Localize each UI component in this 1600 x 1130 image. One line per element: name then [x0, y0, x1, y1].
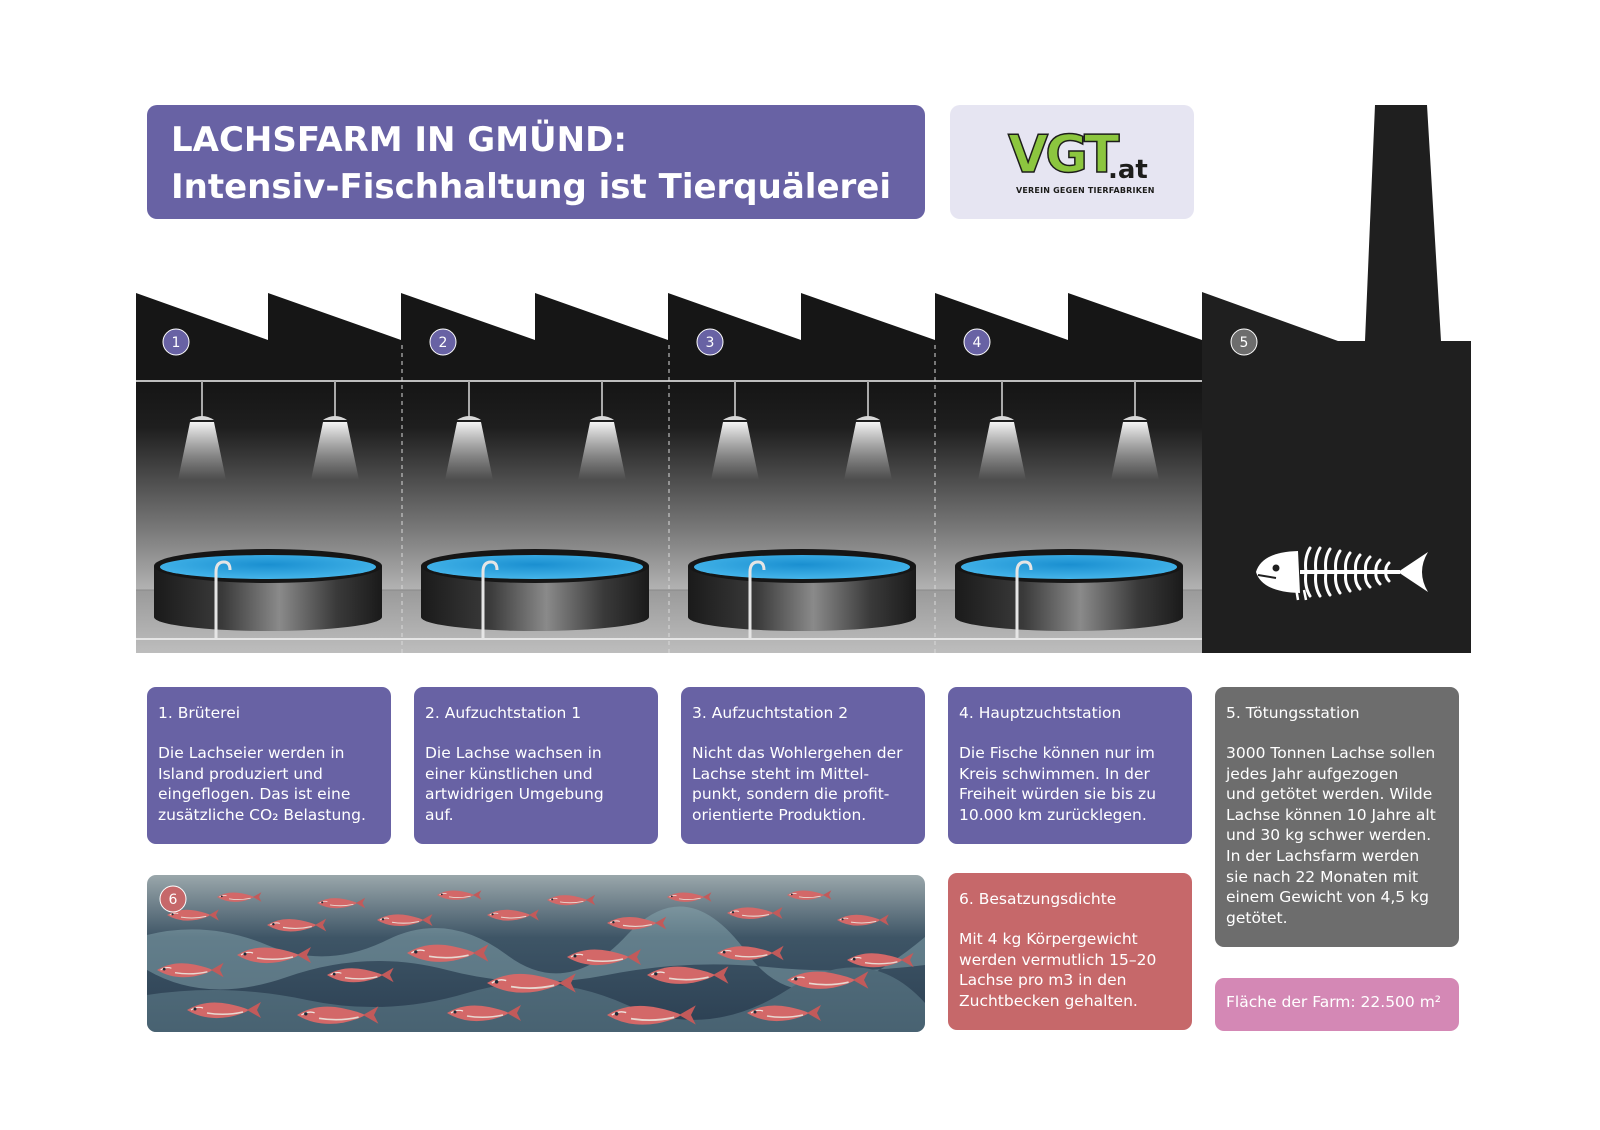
card-title: 4. Hauptzuchtstation: [959, 704, 1122, 722]
number-badges: 1 2 3 4 5: [162, 328, 1258, 356]
card-text: Mit 4 kg Körpergewicht werden vermutlich…: [959, 930, 1157, 1010]
fish-tank-2: [421, 549, 649, 640]
ceiling-lamps: [178, 381, 1159, 480]
card-text: Die Lachseier werden in Island produzier…: [158, 744, 366, 824]
vgt-logo: VGT .at VEREIN GEGEN TIERFABRIKEN: [950, 105, 1194, 219]
svg-text:6: 6: [169, 892, 178, 908]
card-title: 3. Aufzuchtstation 2: [692, 704, 849, 722]
logo-wordmark: VGT: [1007, 125, 1120, 185]
badge-5: 5: [1230, 328, 1258, 356]
card-text: Die Lachse wachsen in einer künstlichen …: [425, 744, 604, 824]
svg-text:4: 4: [973, 335, 982, 351]
factory-roof: [136, 293, 1202, 382]
badge-6: 6: [159, 885, 187, 913]
svg-text:2: 2: [439, 335, 448, 351]
svg-text:3: 3: [706, 335, 715, 351]
logo-domain: .at: [1108, 155, 1148, 185]
badge-4: 4: [963, 328, 991, 356]
card-text: 3000 Tonnen Lachse sollen jedes Jahr auf…: [1226, 744, 1436, 927]
farm-area-badge: Fläche der Farm: 22.500 m²: [1215, 978, 1459, 1031]
page-subtitle: Intensiv-Fischhaltung ist Tierquälerei: [171, 167, 891, 207]
card-title: 1. Brüterei: [158, 704, 241, 722]
station-card-2: 2. Aufzuchtstation 1 Die Lachse wachsen …: [414, 687, 658, 844]
slaughter-building: [1202, 105, 1471, 653]
badge-2: 2: [429, 328, 457, 356]
salmon-school-image: 6: [147, 875, 925, 1032]
section-dividers: [401, 345, 936, 653]
badge-1: 1: [162, 328, 190, 356]
fish-tank-3: [688, 549, 916, 640]
logo-tagline: VEREIN GEGEN TIERFABRIKEN: [1016, 186, 1155, 195]
station-card-5: 5. Tötungsstation 3000 Tonnen Lachse sol…: [1215, 687, 1459, 947]
page-title: LACHSFARM IN GMÜND:: [171, 120, 627, 160]
badge-3: 3: [696, 328, 724, 356]
station-card-4: 4. Hauptzuchtstation Die Fische können n…: [948, 687, 1192, 844]
card-text: Die Fische können nur im Kreis schwimmen…: [959, 744, 1157, 824]
card-text: Nicht das Wohlergehen der Lachse steht i…: [692, 744, 903, 824]
fish-tank-1: [154, 549, 382, 640]
fish-skeleton-icon: [1256, 546, 1428, 601]
card-title: 6. Besatzungsdichte: [959, 890, 1117, 908]
svg-text:1: 1: [172, 335, 181, 351]
station-card-1: 1. Brüterei Die Lachseier werden in Isla…: [147, 687, 391, 844]
fish-tank-4: [955, 549, 1183, 640]
card-title: 5. Tötungsstation: [1226, 704, 1360, 722]
crowded-salmon-illustration: 6: [147, 875, 925, 1032]
svg-text:5: 5: [1240, 335, 1249, 351]
station-card-3: 3. Aufzuchtstation 2 Nicht das Wohlergeh…: [681, 687, 925, 844]
card-title: 2. Aufzuchtstation 1: [425, 704, 582, 722]
density-card: 6. Besatzungsdichte Mit 4 kg Körpergewic…: [948, 873, 1192, 1030]
title-banner: LACHSFARM IN GMÜND: Intensiv-Fischhaltun…: [147, 105, 925, 219]
